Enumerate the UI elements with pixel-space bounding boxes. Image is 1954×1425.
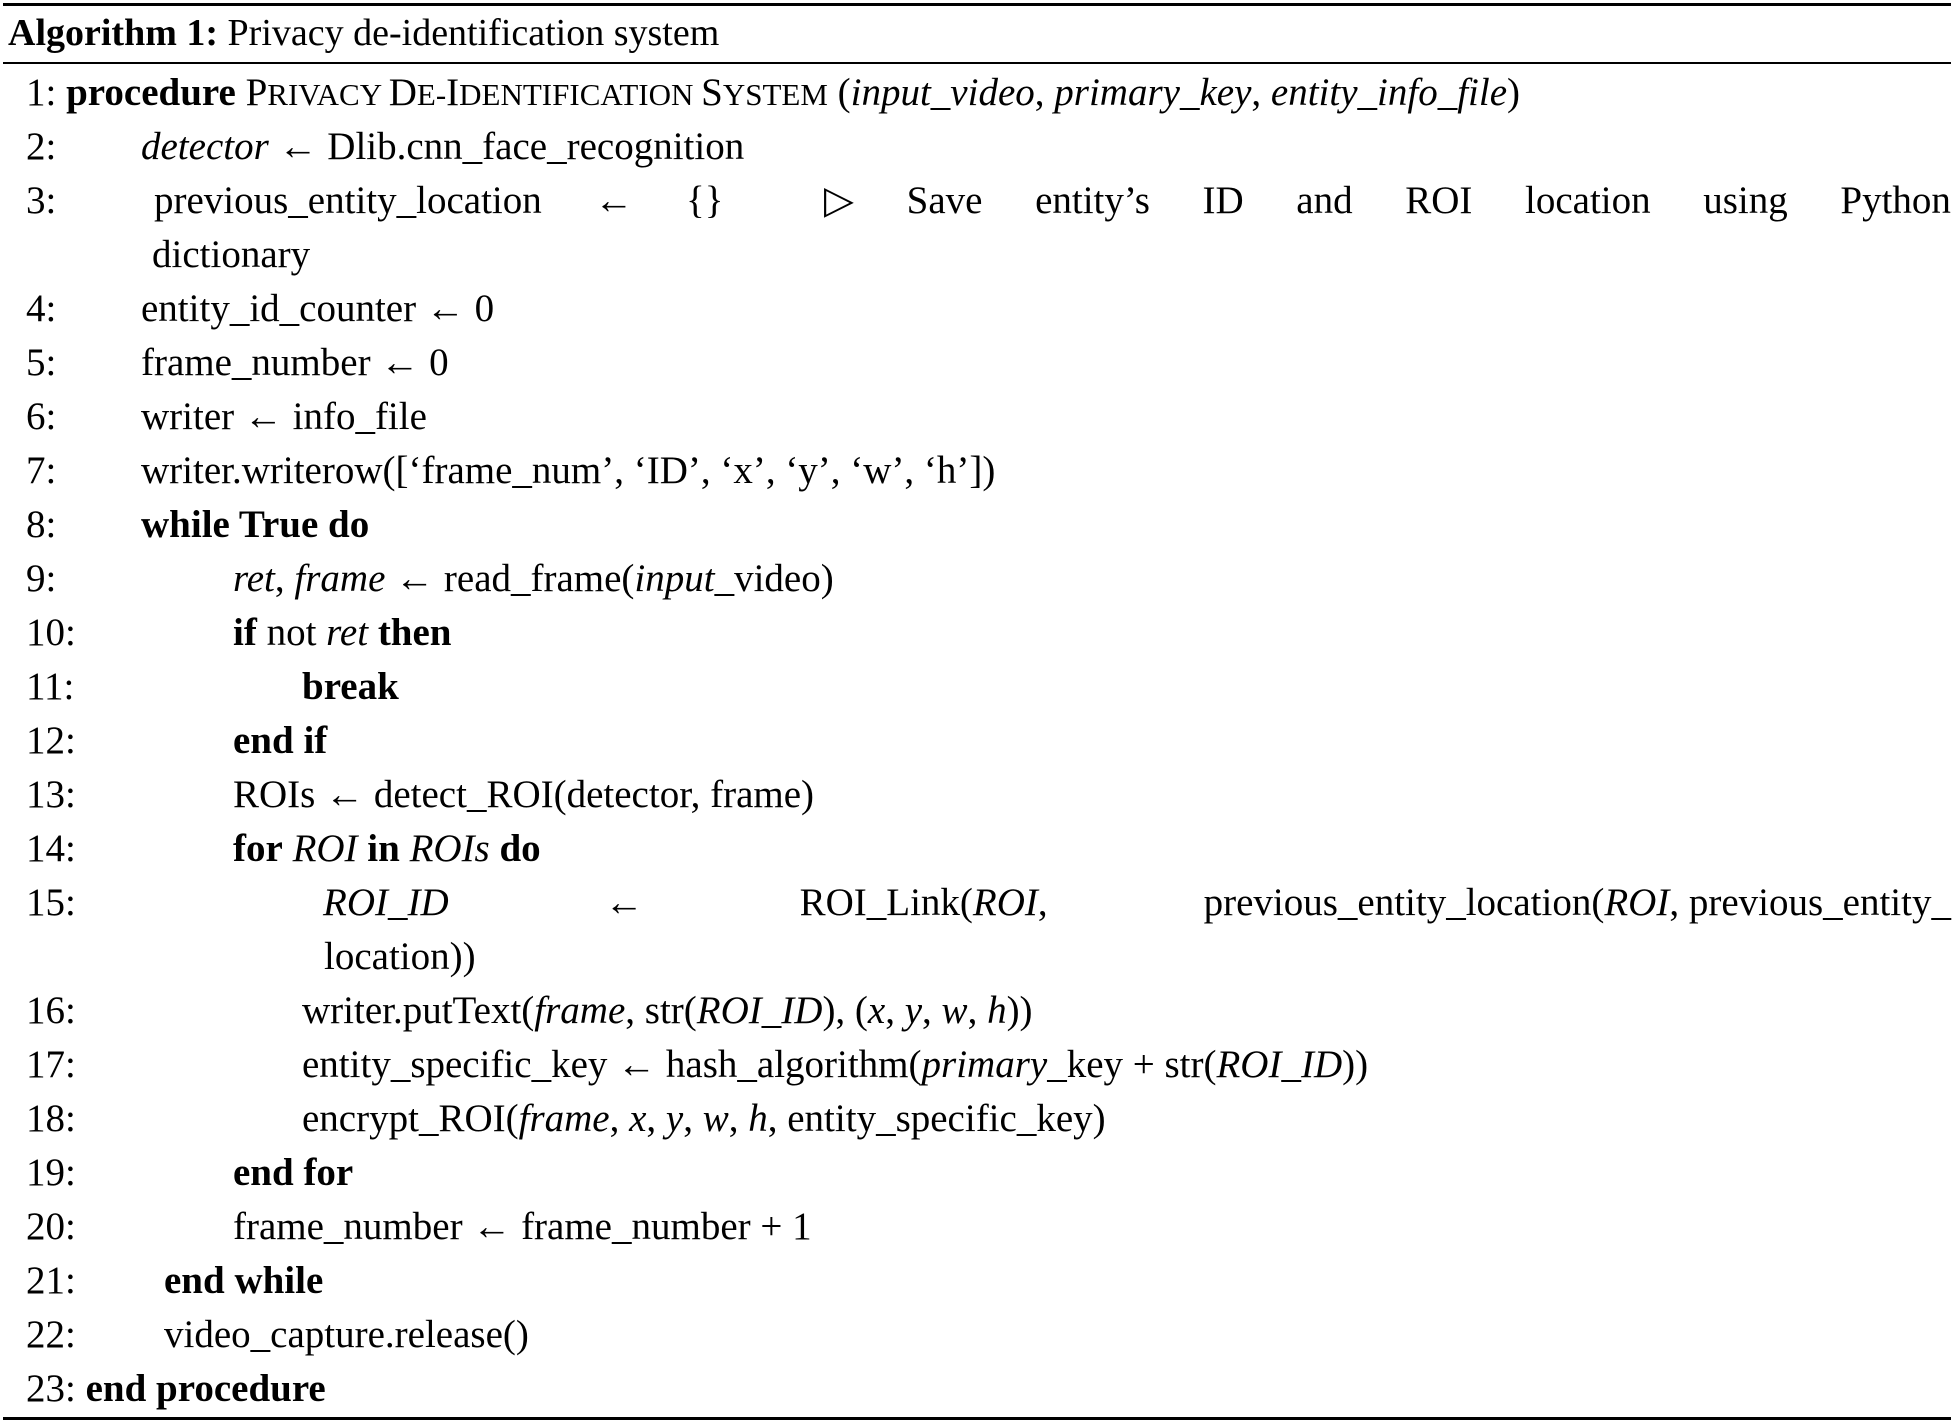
line-number: 20: [26,1205,76,1248]
algo-line-23: 23: end procedure [26,1367,326,1410]
algorithm-label: Algorithm 1: [8,12,219,54]
algo-line-21: end while [164,1259,324,1302]
algo-line-7: writer.writerow([‘frame_num’, ‘ID’, ‘x’,… [141,449,996,492]
procedure-name: PRIVACY DE-IDENTIFICATION SYSTEM [245,71,828,114]
line-number: 17: [26,1043,76,1086]
line-number: 19: [26,1151,76,1194]
algo-line-20: frame_number ← frame_number + 1 [233,1205,812,1248]
line-number: 2: [26,125,57,168]
algo-line-17: entity_specific_key ← hash_algorithm(pri… [302,1043,1369,1086]
algo-line-1: 1: procedure PRIVACY DE-IDENTIFICATION S… [26,71,1521,114]
algo-line-6: writer ← info_file [141,395,427,438]
top-rule [3,3,1951,6]
algo-line-4: entity_id_counter ← 0 [141,287,495,330]
algo-line-10: if not ret then [233,611,452,654]
bottom-rule [3,1417,1951,1420]
line-number: 10: [26,611,76,654]
arg-input-video: input_video [850,71,1035,114]
algo-line-8: while True do [141,503,370,546]
algo-line-13: ROIs ← detect_ROI(detector, frame) [233,773,815,816]
algo-line-2: detector ← Dlib.cnn_face_recognition [141,125,745,168]
arg-primary-key: primary_key [1054,71,1252,114]
line-number: 11: [26,665,75,708]
algo-line-16: writer.putText(frame, str(ROI_ID), (x, y… [302,989,1033,1032]
algo-line-15-cont: location)) [324,935,476,978]
algorithm-caption: Algorithm 1: Privacy de-identification s… [8,6,719,61]
algo-line-5: frame_number ← 0 [141,341,449,384]
arg-entity-info-file: entity_info_file [1270,71,1508,114]
line-number: 5: [26,341,57,384]
line-number: 21: [26,1259,76,1302]
algo-line-9: ret, frame ← read_frame(input_video) [233,557,834,600]
line-number: 7: [26,449,57,492]
line-number: 1: [26,71,57,114]
algo-line-19: end for [233,1151,354,1194]
line-number: 14: [26,827,76,870]
line-number: 12: [26,719,76,762]
caption-rule [3,62,1951,64]
line-number: 6: [26,395,57,438]
line-number: 4: [26,287,57,330]
algo-line-3: previous_entity_location ← {} ▷ Save ent… [154,174,1951,228]
algo-line-18: encrypt_ROI(frame, x, y, w, h, entity_sp… [302,1097,1106,1140]
line-number: 9: [26,557,57,600]
algo-line-22: video_capture.release() [164,1313,529,1356]
line-number: 15: [26,881,76,924]
algo-line-12: end if [233,719,328,762]
line-number: 3: [26,179,57,222]
algorithm-title: Privacy de-identification system [227,12,720,54]
line-number: 23: [26,1367,76,1410]
line-number: 13: [26,773,76,816]
line-number: 16: [26,989,76,1032]
algo-line-15: ROI_ID ← ROI_Link(ROI, previous_entity_l… [323,881,1951,924]
keyword-procedure: procedure [66,71,236,114]
algo-line-3-cont: dictionary [152,233,311,276]
algo-line-11: break [302,665,399,708]
comment-triangle-icon: ▷ [824,179,855,222]
line-number: 8: [26,503,57,546]
line-number: 18: [26,1097,76,1140]
algo-line-14: for ROI in ROIs do [233,827,541,870]
line-number: 22: [26,1313,76,1356]
